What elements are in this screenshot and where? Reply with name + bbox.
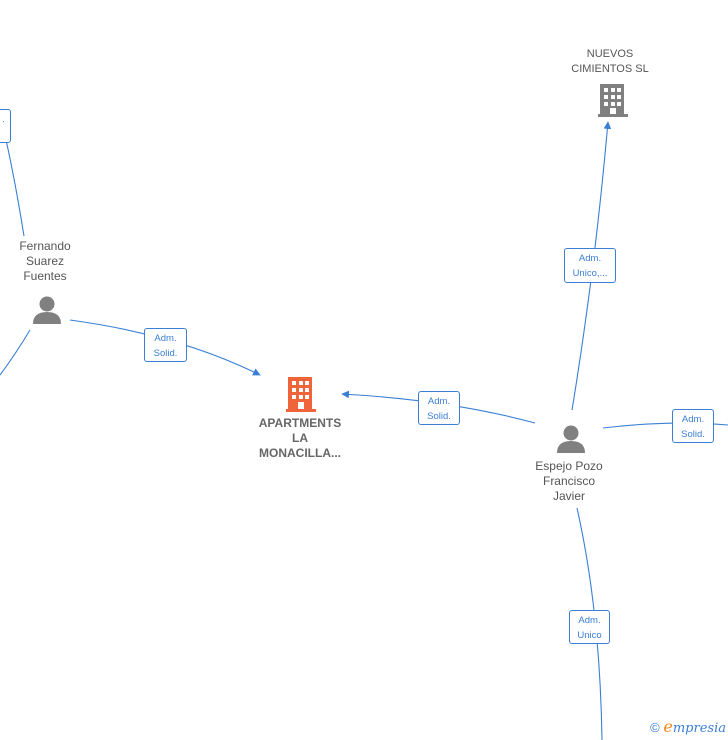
brand-logo-text: mpresia [672,721,726,736]
espejo-label[interactable]: Espejo Pozo Francisco Javier [535,459,603,503]
role-badge-espejo-bottom[interactable]: Adm. Unico [569,610,610,644]
person-icon[interactable] [557,425,585,454]
role-badge-espejo-main[interactable]: Adm. Solid. [418,391,460,425]
edge-espejo-to-right [602,422,728,429]
person-icon[interactable] [33,296,61,325]
role-badge-espejo-right[interactable]: Adm. Solid. [672,409,714,443]
edge-fernando-to-topleft [5,139,25,237]
main-company-label[interactable]: APARTMENTS LA MONACILLA... [258,416,342,460]
building-icon[interactable] [286,377,316,412]
building-icon[interactable] [598,84,628,117]
fernando-label[interactable]: Fernando Suarez Fuentes [19,239,71,283]
edge-fernando-to-left [0,329,31,376]
role-badge-fernando-main[interactable]: Adm. Solid. [144,328,187,362]
role-badge-espejo-nuevos[interactable]: Adm. Unico,... [564,248,616,283]
brand-footer: © empresia [650,717,726,736]
nuevos-cimientos-label[interactable]: NUEVOS CIMIENTOS SL [571,48,649,75]
role-badge-topleft-partial[interactable]: . [0,109,11,143]
brand-logo-e: e [663,717,673,736]
copyright-icon: © [650,720,660,735]
